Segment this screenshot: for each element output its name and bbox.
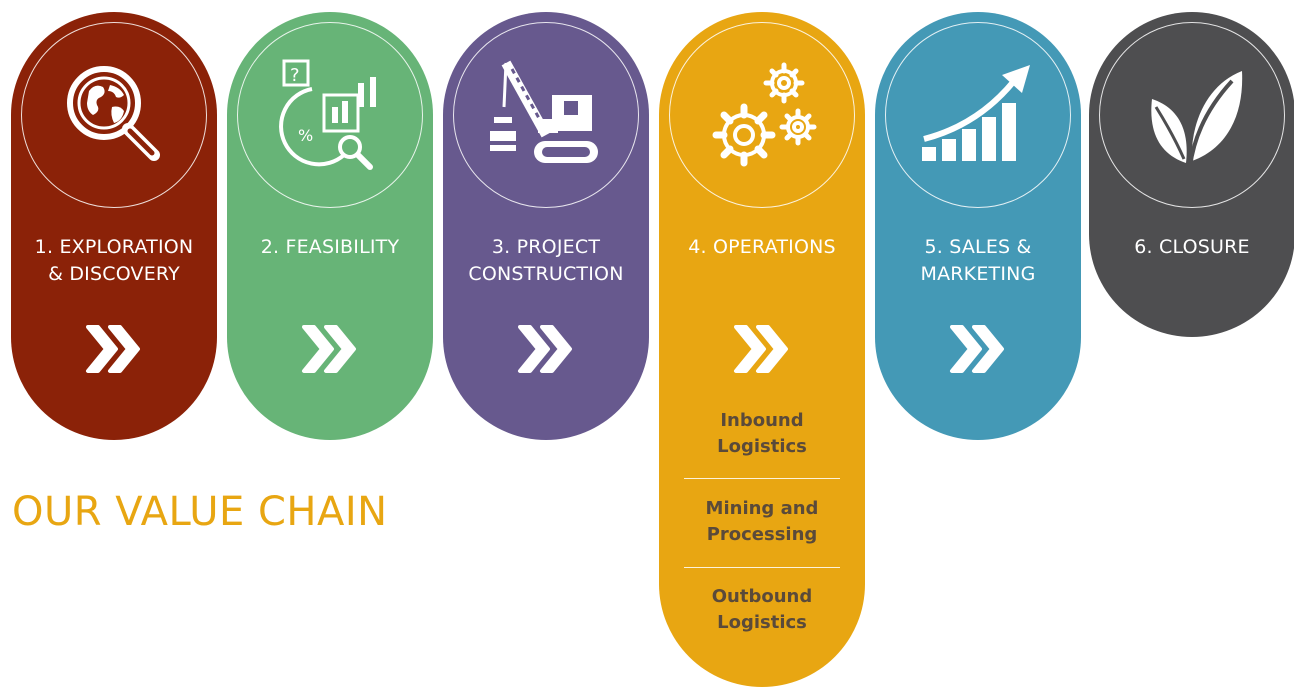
stage-label: 4. OPERATIONS (688, 236, 836, 258)
stage-label: 5. SALES & MARKETING (920, 236, 1036, 285)
icon-ring (453, 22, 639, 208)
svg-text:?: ? (290, 65, 300, 86)
icon-ring (1099, 22, 1285, 208)
substep-mining-processing: Mining and Processing (705, 498, 819, 545)
chevron-right-icon (82, 317, 146, 381)
stage-closure: 6. CLOSURE (1089, 12, 1294, 337)
crane-icon (486, 55, 606, 175)
growth-chart-icon (918, 55, 1038, 175)
icon-ring (885, 22, 1071, 208)
chevron-right-icon (298, 317, 362, 381)
page-title: OUR VALUE CHAIN (12, 489, 388, 535)
analysis-chart-icon: ? % (270, 55, 390, 175)
stage-label: 2. FEASIBILITY (260, 236, 400, 258)
chevron-right-icon (730, 317, 794, 381)
gears-icon (702, 55, 822, 175)
substep-divider (684, 478, 840, 479)
substep-inbound-logistics: Inbound Logistics (717, 410, 807, 457)
substep-outbound-logistics: Outbound Logistics (711, 586, 813, 633)
svg-text:%: % (298, 126, 313, 145)
stage-label: 6. CLOSURE (1134, 236, 1250, 258)
icon-ring (237, 22, 423, 208)
chevron-right-icon (946, 317, 1010, 381)
stage-label: 3. PROJECT CONSTRUCTION (468, 236, 624, 285)
stage-operations: 4. OPERATIONS Inbound Logistics Mining a… (659, 12, 865, 687)
icon-ring (669, 22, 855, 208)
stage-exploration: 1. EXPLORATION & DISCOVERY (11, 12, 217, 440)
chevron-right-icon (514, 317, 578, 381)
stage-feasibility: ? % 2. FEASIBILITY (227, 12, 433, 440)
stage-construction: 3. PROJECT CONSTRUCTION (443, 12, 649, 440)
substep-divider (684, 567, 840, 568)
stage-sales-marketing: 5. SALES & MARKETING (875, 12, 1081, 440)
leaf-icon (1132, 55, 1252, 175)
globe-magnifier-icon (54, 55, 174, 175)
icon-ring (21, 22, 207, 208)
stage-label: 1. EXPLORATION & DISCOVERY (34, 236, 194, 285)
